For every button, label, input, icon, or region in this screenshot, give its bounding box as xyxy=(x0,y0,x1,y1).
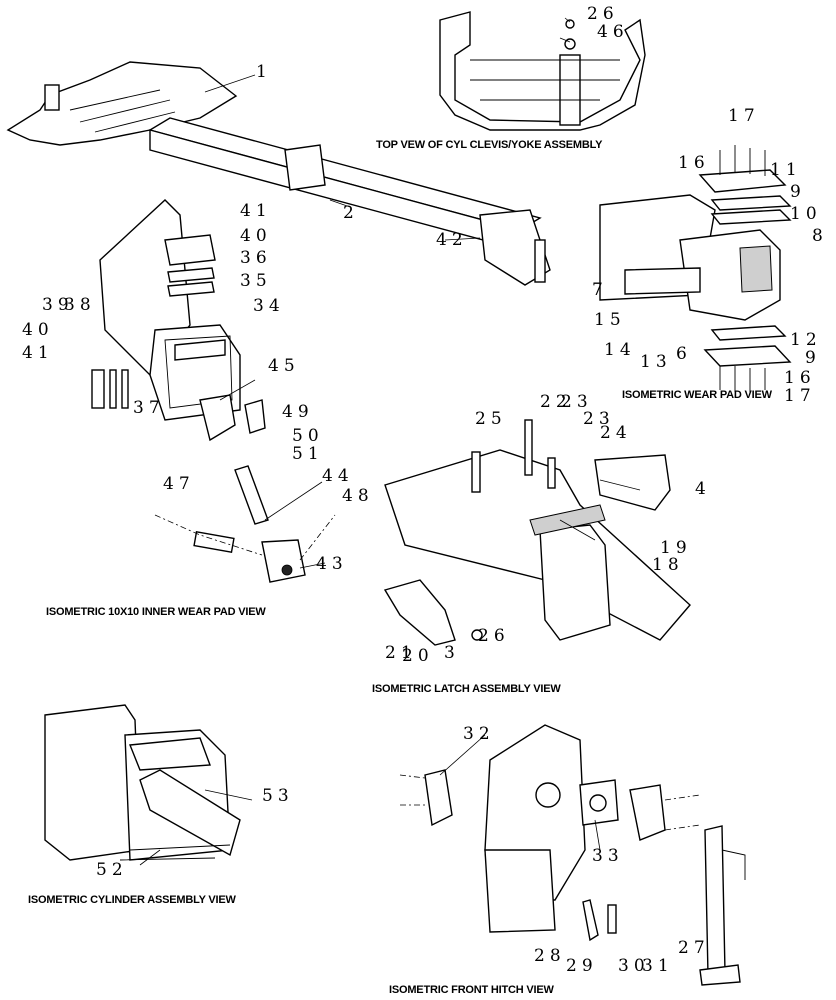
callout: 31 xyxy=(642,956,674,976)
callout: 39 xyxy=(42,295,74,315)
callout: 4 xyxy=(695,479,711,499)
callout: 42 xyxy=(436,230,468,250)
callout: 49 xyxy=(282,402,314,422)
callout: 11 xyxy=(770,160,802,180)
leader-lines xyxy=(139,17,641,866)
callout: 26 xyxy=(587,4,619,24)
callout: 9 xyxy=(790,182,806,202)
caption-latch: ISOMETRIC LATCH ASSEMBLY VIEW xyxy=(372,683,561,695)
callout: 52 xyxy=(96,860,128,880)
callout: 51 xyxy=(292,444,324,464)
callout: 33 xyxy=(592,846,624,866)
callout: 41 xyxy=(22,343,54,363)
callout: 26 xyxy=(478,626,510,646)
callout: 16 xyxy=(784,368,816,388)
clevis-top-view xyxy=(439,11,646,131)
callout: 34 xyxy=(253,296,285,316)
callout: 48 xyxy=(342,486,374,506)
callout: 1 xyxy=(256,62,272,82)
callout: 6 xyxy=(676,344,692,364)
callout: 47 xyxy=(163,474,195,494)
cylinder-assembly xyxy=(44,704,241,861)
callout: 27 xyxy=(678,938,710,958)
callout: 36 xyxy=(240,248,272,268)
callout: 16 xyxy=(678,153,710,173)
callout: 41 xyxy=(240,201,272,221)
callout: 12 xyxy=(790,330,822,350)
callout: 45 xyxy=(268,356,300,376)
callout: 35 xyxy=(240,271,272,291)
latch-assembly xyxy=(383,419,691,646)
callout: 20 xyxy=(402,646,434,666)
callout: 23 xyxy=(583,409,615,429)
callout: 29 xyxy=(566,956,598,976)
callout: 3 xyxy=(444,643,460,663)
callout: 25 xyxy=(475,409,507,429)
callout: 23 xyxy=(561,392,593,412)
callout: 10 xyxy=(790,204,822,224)
callout: 40 xyxy=(240,226,272,246)
callout: 8 xyxy=(812,226,828,246)
callout: 22 xyxy=(540,392,572,412)
callout: 28 xyxy=(534,946,566,966)
caption-front-hitch: ISOMETRIC FRONT HITCH VIEW xyxy=(389,984,554,996)
callout: 18 xyxy=(652,555,684,575)
caption-wear-pad: ISOMETRIC WEAR PAD VIEW xyxy=(622,389,772,401)
callout: 53 xyxy=(262,786,294,806)
callout: 7 xyxy=(592,280,608,300)
caption-top-view: TOP VEW OF CYL CLEVIS/YOKE ASSEMBLY xyxy=(376,139,603,151)
callout: 30 xyxy=(618,956,650,976)
tongue-assembly xyxy=(6,61,551,286)
caption-cylinder: ISOMETRIC CYLINDER ASSEMBLY VIEW xyxy=(28,894,236,906)
callout: 44 xyxy=(322,466,354,486)
callout: 37 xyxy=(133,398,165,418)
callout: 17 xyxy=(784,386,816,406)
callout: 2 xyxy=(343,203,359,223)
callout: 40 xyxy=(22,320,54,340)
callout: 15 xyxy=(594,310,626,330)
callout: 13 xyxy=(640,352,672,372)
callout: 50 xyxy=(292,426,324,446)
callout: 43 xyxy=(316,554,348,574)
callout: 14 xyxy=(604,340,636,360)
callout: 17 xyxy=(728,106,760,126)
callout: 38 xyxy=(64,295,96,315)
front-hitch-assembly xyxy=(399,724,746,986)
wear-pad-assembly xyxy=(599,145,792,392)
caption-inner-pad: ISOMETRIC 10X10 INNER WEAR PAD VIEW xyxy=(46,606,266,618)
callout: 32 xyxy=(463,724,495,744)
callout: 24 xyxy=(600,423,632,443)
callout: 46 xyxy=(597,22,629,42)
callout: 21 xyxy=(385,643,417,663)
callout: 9 xyxy=(805,348,821,368)
callout: 19 xyxy=(660,538,692,558)
inner-wear-pad-assembly xyxy=(91,199,336,583)
